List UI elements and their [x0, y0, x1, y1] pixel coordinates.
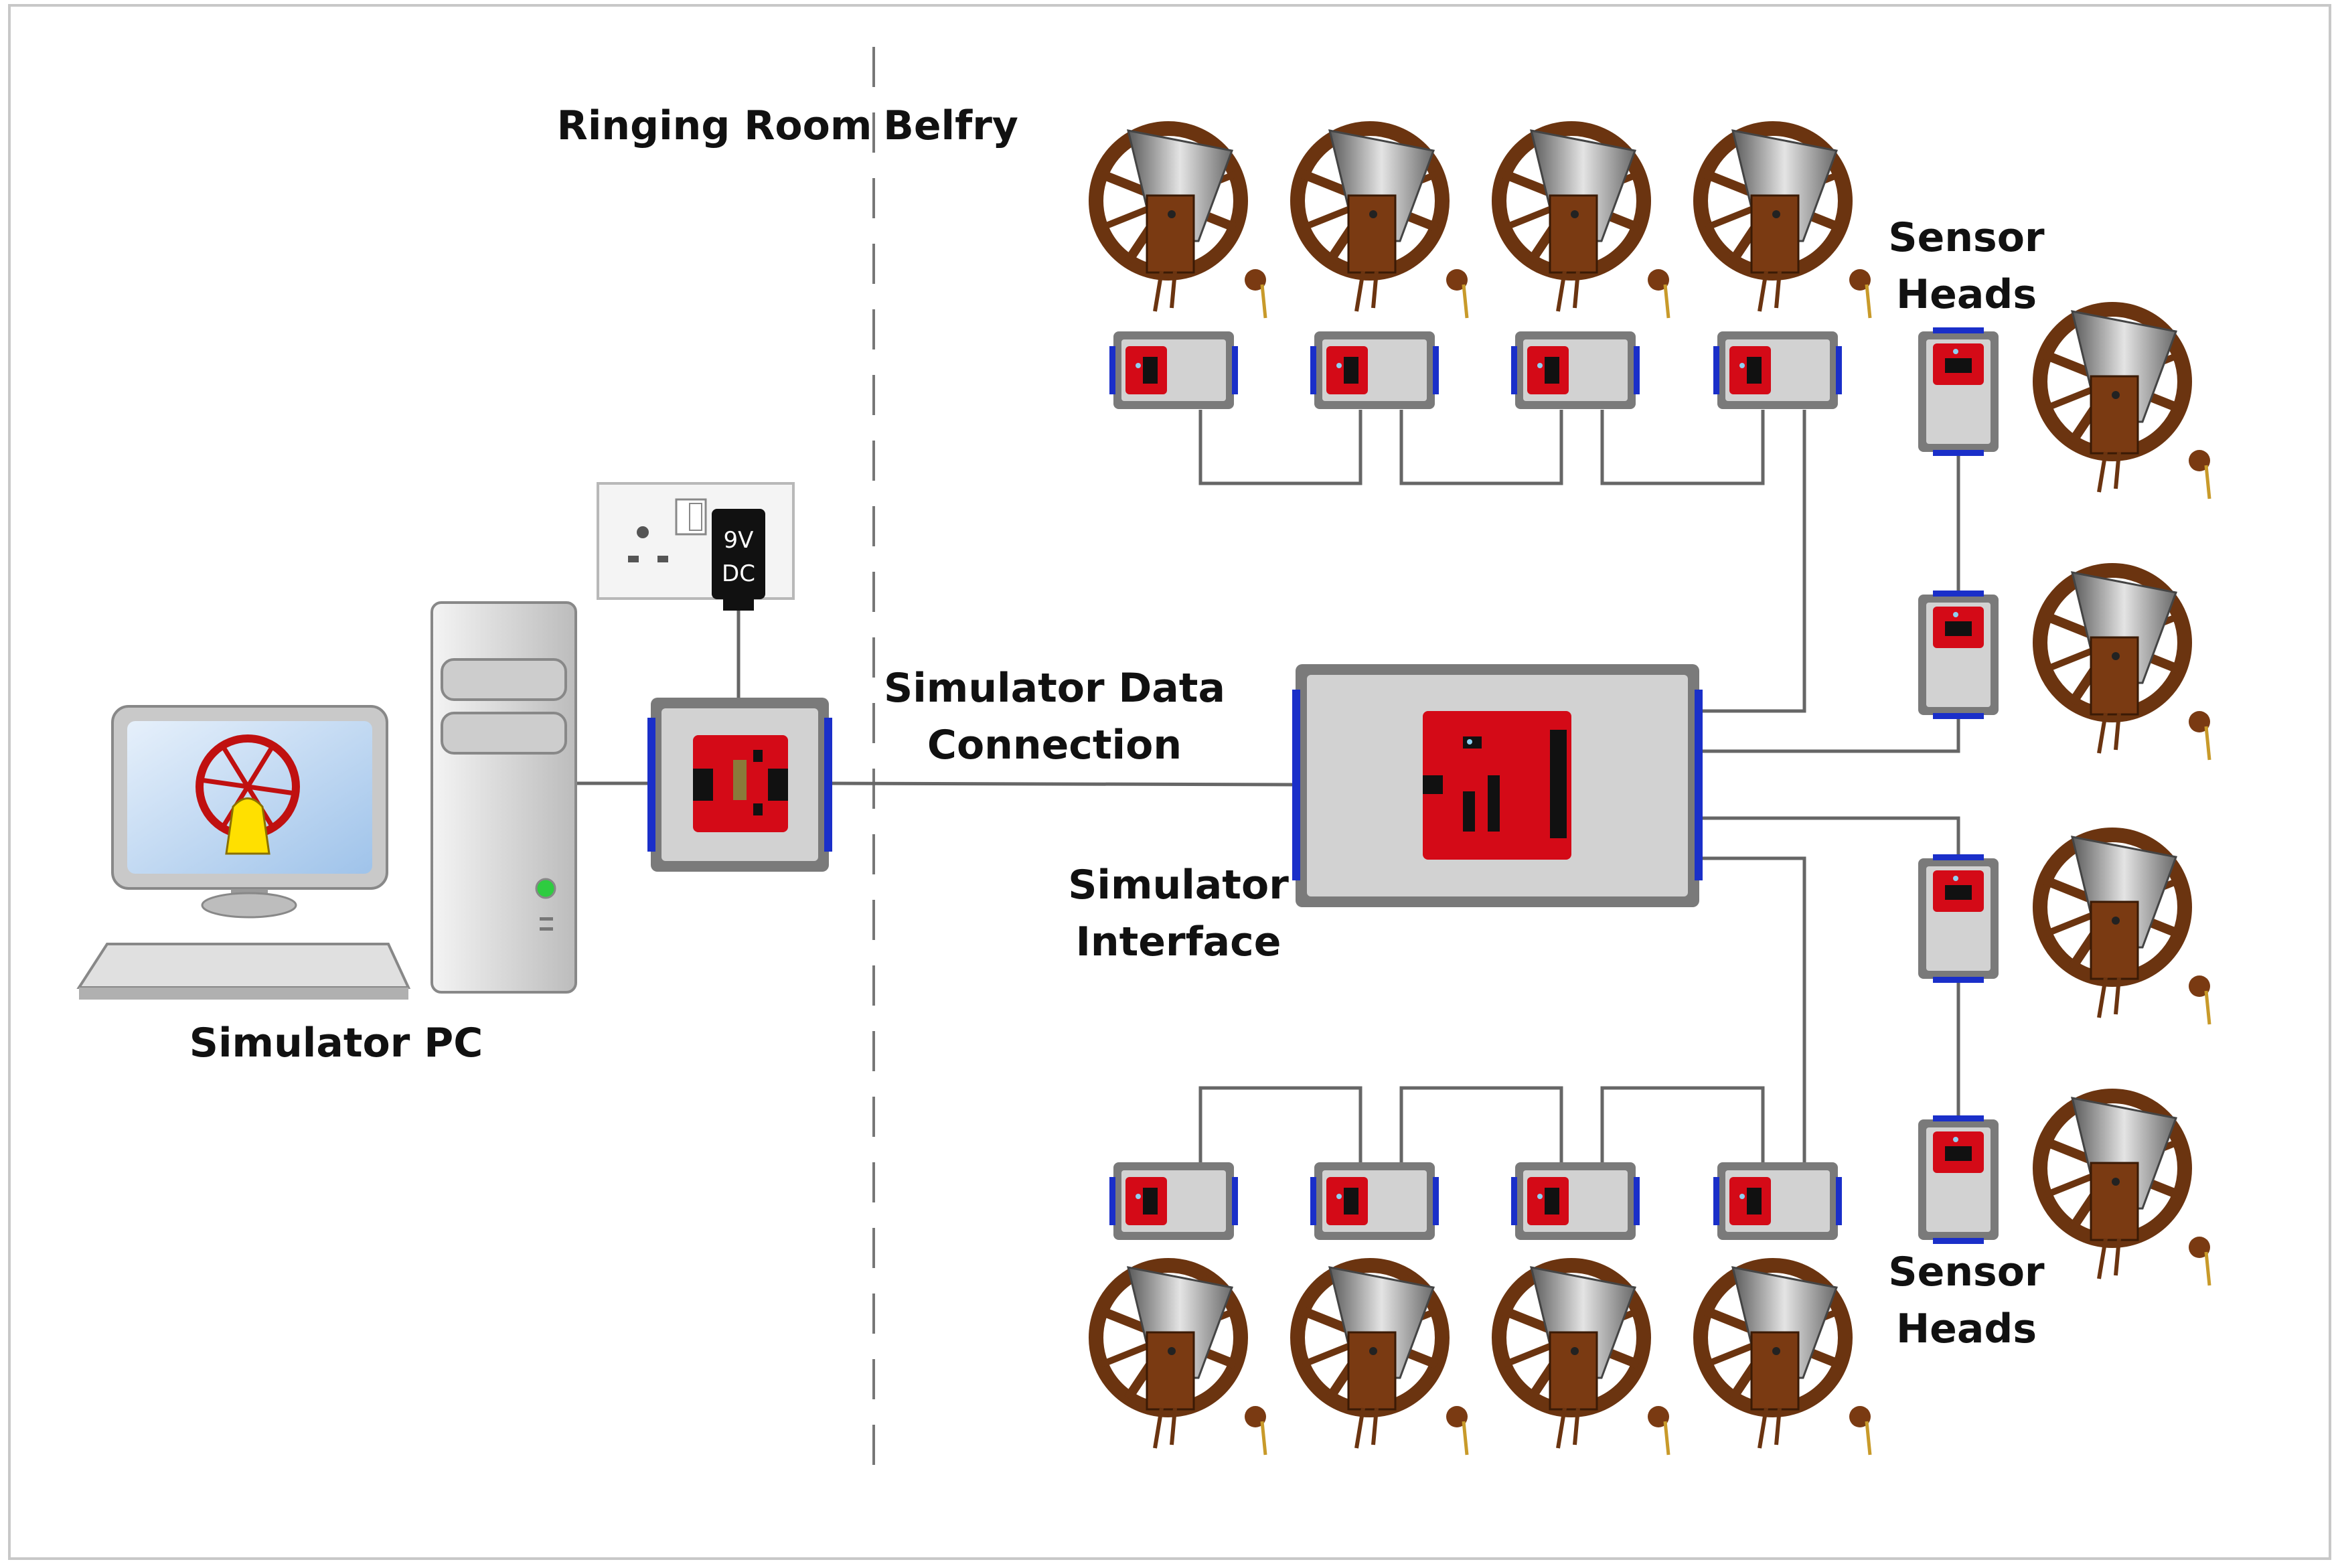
sensor-head-icon: [1511, 331, 1640, 409]
computer-icon: [76, 705, 411, 1000]
sensor-head-icon: [1713, 1162, 1842, 1240]
data-connection-label-2: Connection: [927, 722, 1182, 769]
tower-pc-icon: [431, 601, 577, 994]
sensor-head-icon: [1511, 1162, 1640, 1240]
power-supply-label-2: DC: [722, 560, 755, 587]
bell-wheel-icon: [1701, 129, 1871, 318]
simulator-interface-label: Simulator: [1068, 862, 1289, 909]
bell-wheel-icon: [1701, 1265, 1871, 1455]
data-connection-label: Simulator Data: [884, 665, 1225, 712]
sensor-heads-label-bottom-2: Heads: [1896, 1306, 2037, 1352]
diagram-frame: [8, 4, 2331, 1560]
bell-wheel-icon: [1096, 129, 1266, 318]
simulator-pc-label: Simulator PC: [189, 1020, 483, 1067]
belfry-label: Belfry: [883, 102, 1018, 149]
top-chain-wires: [574, 410, 1960, 1162]
bell-wheel-icon: [2040, 1096, 2210, 1285]
sensor-head-icon: [1713, 331, 1842, 409]
sensor-head-icon: [1109, 1162, 1238, 1240]
bell-wheel-icon: [2040, 309, 2210, 499]
sensor-head-icon: [1918, 1115, 1999, 1244]
bell-wheel-icon: [2040, 835, 2210, 1024]
sensor-heads-label-bottom: Sensor: [1888, 1249, 2045, 1296]
ringing-room-adapter: [647, 698, 832, 872]
bell-wheel-icon: [1499, 129, 1669, 318]
bell-wheel-icon: [1298, 129, 1468, 318]
bell-wheel-icon: [1298, 1265, 1468, 1455]
sensor-head-icon: [1109, 331, 1238, 409]
bell-wheel-icon: [2040, 570, 2210, 760]
sensor-head-icon: [1310, 331, 1439, 409]
sensor-heads-label-top: Sensor: [1888, 214, 2045, 261]
sensor-head-icon: [1918, 591, 1999, 719]
sensor-heads-label-top-2: Heads: [1896, 271, 2037, 318]
sensor-head-icon: [1310, 1162, 1439, 1240]
bell-wheel-icon: [1499, 1265, 1669, 1455]
sensor-head-icon: [1918, 327, 1999, 456]
simulator-interface-box: [1292, 664, 1703, 907]
power-supply-label: 9V: [724, 527, 754, 554]
bell-wheel-icon: [1096, 1265, 1266, 1455]
ringing-room-label: Ringing Room: [557, 102, 872, 149]
simulator-interface-label-2: Interface: [1076, 919, 1281, 965]
sensor-head-icon: [1918, 854, 1999, 983]
power-supply-icon: 9V DC: [712, 509, 765, 611]
